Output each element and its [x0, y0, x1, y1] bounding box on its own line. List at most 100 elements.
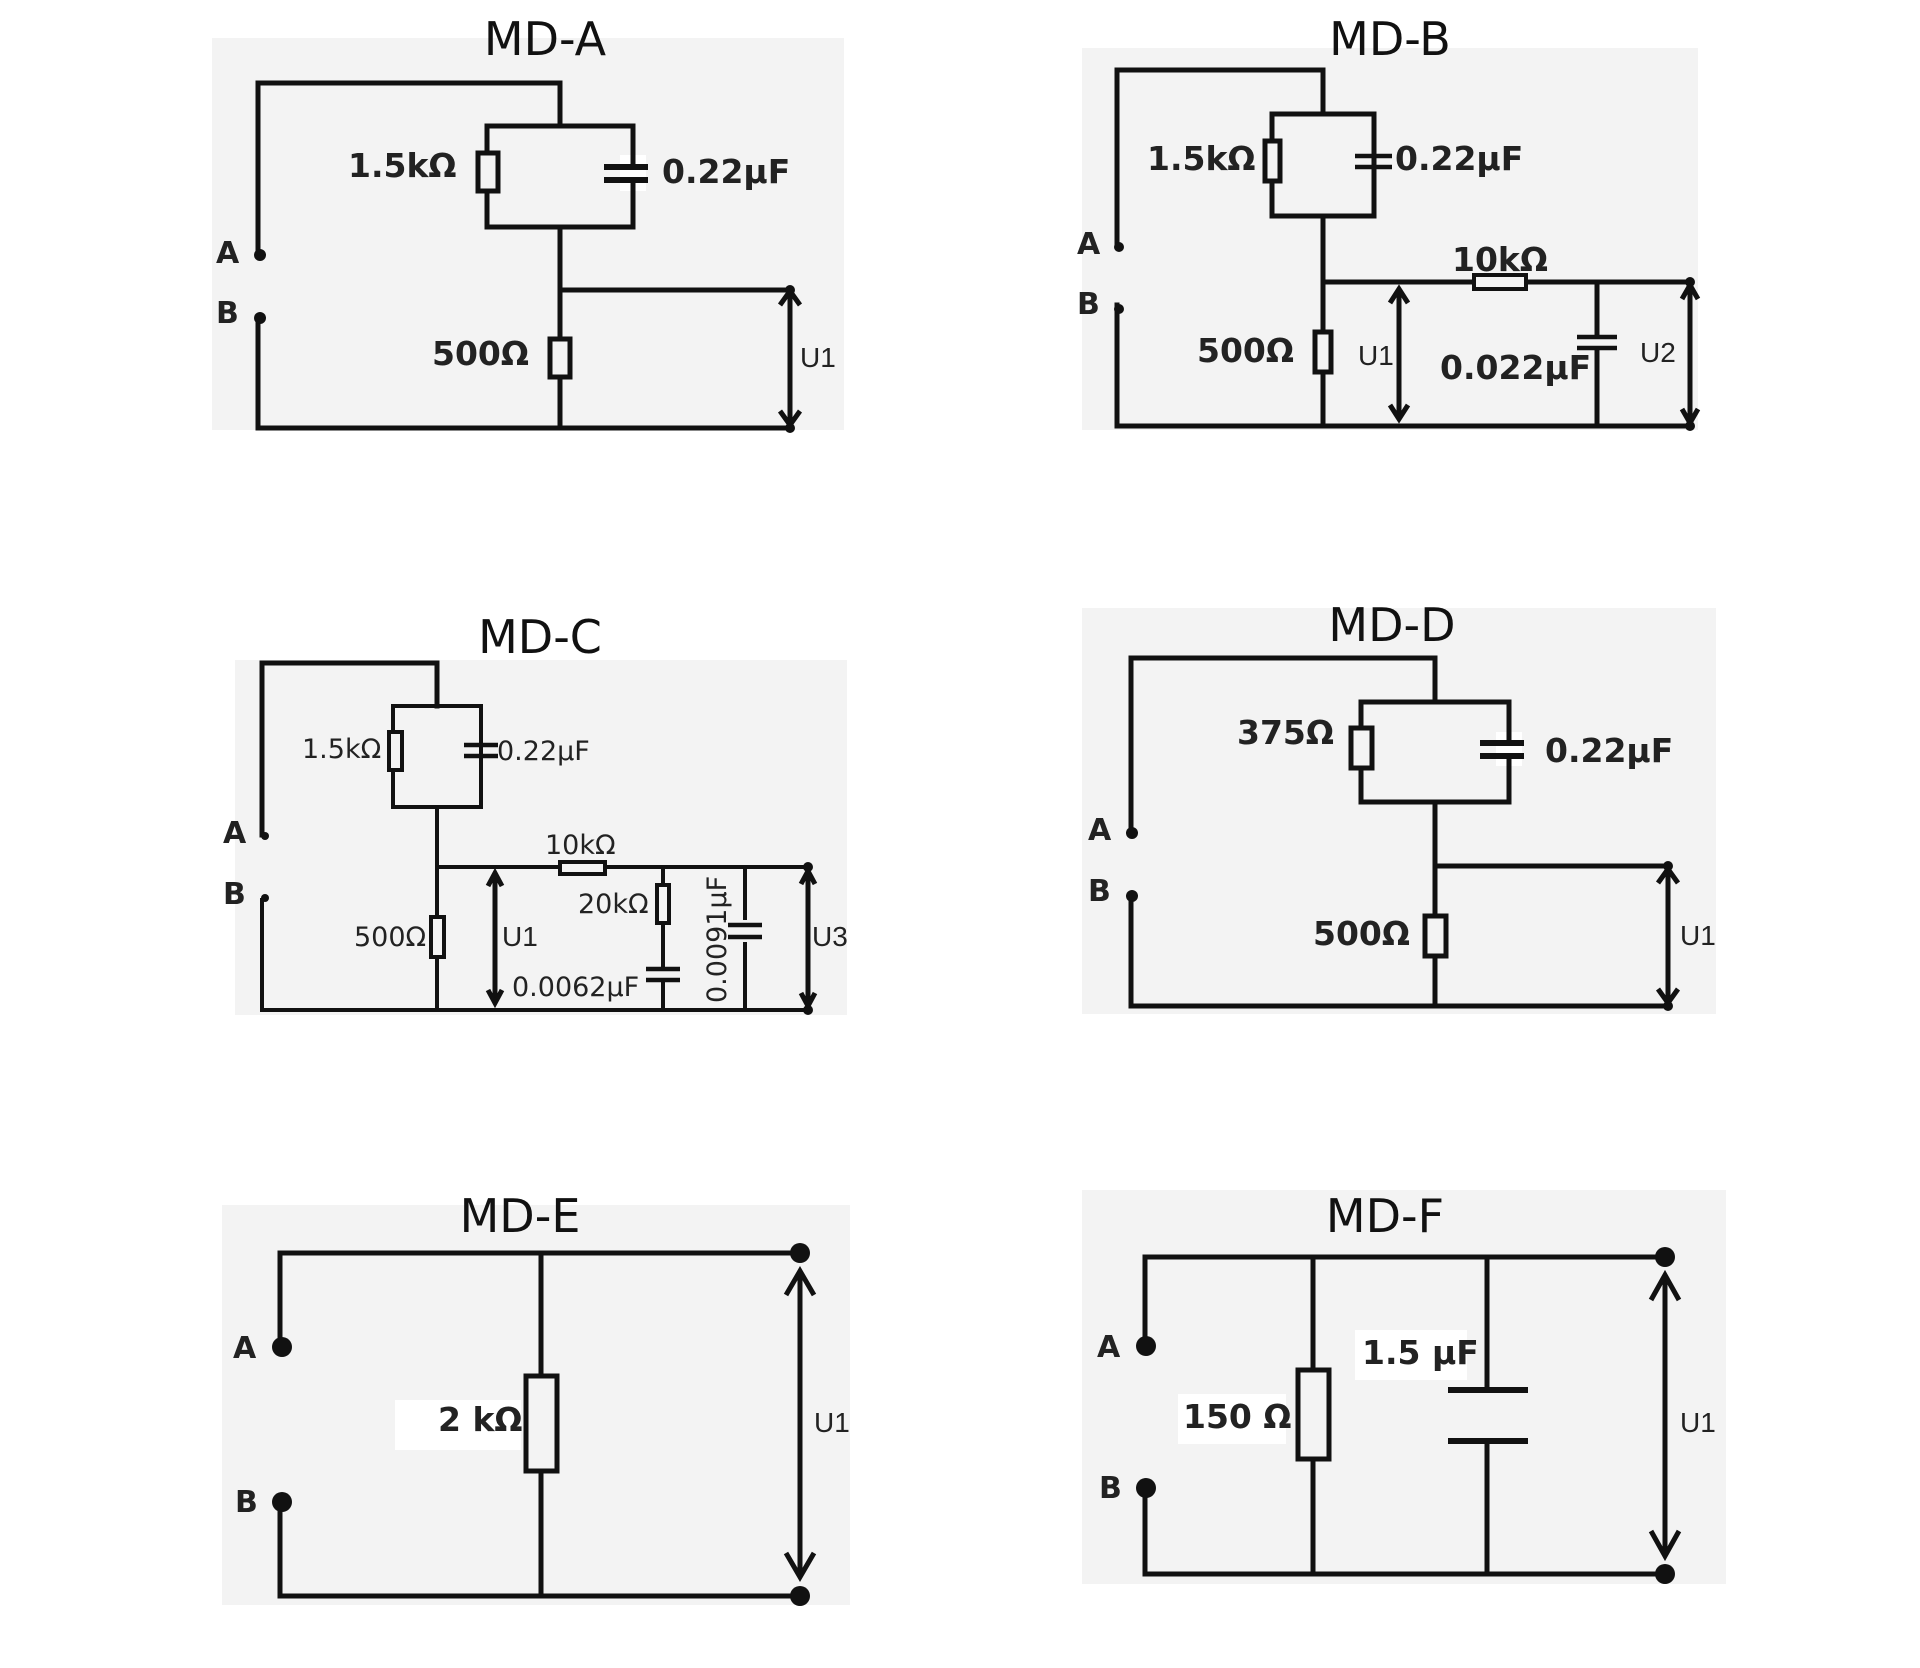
panel-background: [1082, 48, 1698, 430]
circuit-title: MD-E: [460, 1189, 581, 1243]
resistor: [655, 883, 671, 925]
terminal-node: [785, 423, 795, 433]
capacitor-label: 0.022μF: [1440, 348, 1591, 387]
resistor-label: 500Ω: [354, 922, 426, 953]
voltage-label: U1: [814, 1407, 850, 1438]
terminal-a-label: A: [216, 236, 240, 271]
circuit-md-d: MD-D A B 375Ω 0.22μF 500Ω U1: [1082, 598, 1716, 1014]
capacitor-label: 0.22μF: [497, 736, 590, 767]
terminal-b-node: [1114, 304, 1124, 314]
resistor-label: 10kΩ: [1452, 240, 1548, 279]
resistor-label: 500Ω: [1197, 331, 1294, 370]
terminal-node: [790, 1586, 810, 1606]
terminal-node: [785, 285, 795, 295]
terminal-a-node: [261, 832, 269, 840]
circuit-md-a: MD-A A B 1.5kΩ 0.22μF 500Ω U1: [212, 12, 844, 433]
terminal-b-node: [261, 894, 269, 902]
resistor-label: 500Ω: [1313, 914, 1410, 953]
resistor: [429, 915, 446, 959]
resistor-label: 10kΩ: [545, 830, 616, 861]
label-background: [1355, 1330, 1467, 1380]
terminal-a-label: A: [1077, 227, 1101, 262]
resistor: [547, 336, 573, 380]
terminal-b-label: B: [1099, 1471, 1122, 1506]
capacitor-label: 0.22μF: [1545, 731, 1673, 770]
panel-background: [1082, 608, 1716, 1014]
resistor: [387, 730, 404, 772]
resistor-label: 500Ω: [432, 334, 529, 373]
terminal-b-node: [254, 312, 266, 324]
terminal-node: [803, 1005, 813, 1015]
terminal-node: [1663, 861, 1673, 871]
capacitor-label: 1.5 μF: [1362, 1333, 1479, 1372]
resistor: [558, 860, 607, 876]
label-background: [1178, 1394, 1286, 1444]
arrow-head: [1387, 403, 1411, 424]
wire: [277, 1250, 803, 1348]
panel-background: [1082, 1190, 1726, 1584]
arrow-head: [1648, 1529, 1682, 1562]
resistor: [1472, 273, 1528, 291]
resistor: [1262, 138, 1283, 184]
terminal-a-node: [1136, 1336, 1156, 1356]
wire: [1142, 1254, 1668, 1347]
terminal-a-node: [254, 249, 266, 261]
capacitor-label: 0.22μF: [662, 152, 790, 191]
resistor: [1312, 329, 1334, 375]
terminal-a-label: A: [1088, 813, 1112, 848]
label-background: [395, 1400, 521, 1450]
terminal-node: [1655, 1247, 1675, 1267]
terminal-a-node: [1114, 242, 1124, 252]
circuit-md-c: MD-C A B 1.5kΩ 0.22μF 500: [223, 610, 848, 1015]
resistor-label: 1.5kΩ: [348, 146, 456, 185]
circuit-title: MD-D: [1328, 598, 1455, 652]
voltage-label: U1: [1680, 920, 1716, 951]
arrow-head: [485, 867, 505, 888]
terminal-node: [1685, 421, 1695, 431]
capacitor-label: 0.0062μF: [512, 972, 639, 1003]
resistor-label: 20kΩ: [578, 889, 649, 920]
circuit-title: MD-C: [478, 610, 602, 664]
circuit-md-b: MD-B A B 1.5kΩ 0.22μF 500Ω U1 10kΩ 0.0: [1077, 12, 1701, 431]
wire: [1128, 655, 1438, 834]
wire: [259, 660, 440, 838]
resistor-label: 375Ω: [1237, 713, 1334, 752]
wire: [255, 80, 563, 258]
terminal-node: [790, 1243, 810, 1263]
wire: [255, 315, 793, 431]
panel-background: [212, 38, 844, 430]
terminal-a-label: A: [233, 1331, 257, 1366]
capacitor-label: 0.0091μF: [702, 876, 733, 1003]
terminal-b-label: B: [235, 1485, 258, 1520]
resistor-label: 2 kΩ: [438, 1400, 522, 1439]
terminal-b-label: B: [1077, 287, 1100, 322]
wire: [1114, 67, 1326, 248]
circuit-md-e: MD-E A B 2 kΩ U1: [222, 1189, 850, 1606]
wire: [277, 1497, 803, 1599]
resistor: [1295, 1367, 1332, 1462]
terminal-node: [1685, 277, 1695, 287]
terminal-b-node: [272, 1492, 292, 1512]
arrow-head: [783, 1266, 817, 1297]
resistor-label: 1.5kΩ: [302, 734, 381, 765]
arrow-head: [485, 988, 505, 1009]
circuit-title: MD-B: [1329, 12, 1451, 66]
resistor: [523, 1373, 560, 1474]
voltage-label: U1: [800, 342, 836, 373]
arrow-head: [1648, 1269, 1682, 1302]
terminal-b-label: B: [1088, 874, 1111, 909]
resistor: [1348, 725, 1375, 771]
resistor: [475, 150, 501, 194]
capacitor-label: 0.22μF: [1395, 139, 1523, 178]
wire: [1114, 302, 1693, 429]
terminal-a-node: [1126, 827, 1138, 839]
terminal-node: [1655, 1564, 1675, 1584]
terminal-a-label: A: [223, 816, 247, 851]
terminal-b-node: [1126, 890, 1138, 902]
terminal-b-label: B: [223, 877, 246, 912]
arrow-head: [1387, 284, 1411, 305]
arrow-head: [783, 1551, 817, 1582]
voltage-label: U1: [1358, 340, 1394, 371]
panel-background: [235, 660, 847, 1015]
